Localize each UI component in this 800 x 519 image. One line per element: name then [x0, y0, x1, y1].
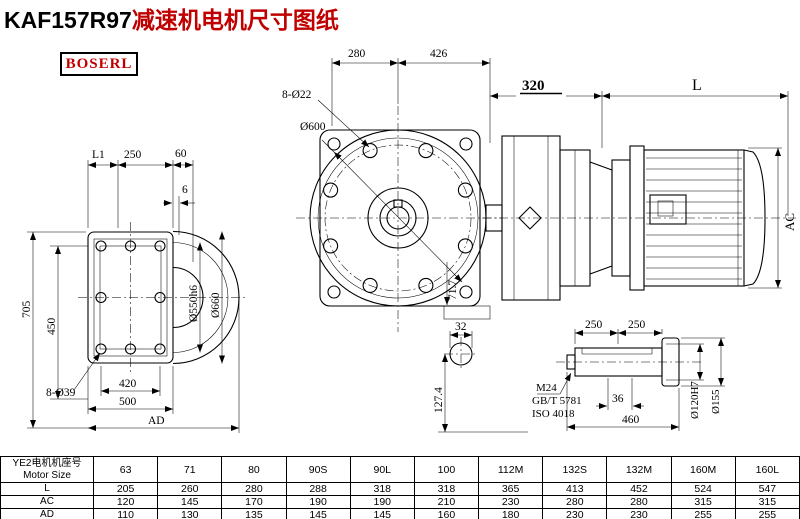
bolt-holes-839-label: 8-Ø39 — [46, 387, 76, 399]
value-cell: 255 — [670, 508, 736, 519]
motor-size-header-cell: 100 — [413, 456, 480, 483]
value-cell: 413 — [542, 482, 608, 496]
motor-size-header-cell: 90S — [285, 456, 351, 483]
dim-6-label: 6 — [182, 184, 188, 196]
value-cell: 280 — [221, 482, 287, 496]
value-cell: 230 — [478, 495, 544, 509]
value-cell: 130 — [157, 508, 223, 519]
value-cell: 205 — [92, 482, 159, 496]
dim-250-label: 250 — [124, 149, 142, 161]
dia-600-label: Ø600 — [300, 121, 326, 133]
dim-450-label: 450 — [46, 318, 58, 336]
title-suffix: 减速机电机尺寸图纸 — [131, 7, 339, 33]
row-label: AD — [0, 508, 94, 519]
value-cell: 210 — [413, 495, 480, 509]
value-cell: 190 — [349, 495, 415, 509]
bolt-holes-822-label: 8-Ø22 — [282, 89, 312, 101]
dim-460-label: 460 — [622, 414, 640, 426]
motor-size-header-cell: 63 — [92, 456, 159, 483]
value-cell: 255 — [734, 508, 800, 519]
value-cell: 318 — [349, 482, 415, 496]
dia-550-label: Ø550h6 — [188, 285, 200, 322]
dia-120-label: Ø120H7 — [689, 381, 701, 419]
motor-size-header-cell: 132M — [606, 456, 672, 483]
shaft-view: 250 250 M24 GB/T 5781 ISO 4018 36 460 Ø1… — [532, 319, 725, 431]
value-cell: 190 — [285, 495, 351, 509]
dim-L-label: L — [692, 77, 702, 94]
value-cell: 365 — [478, 482, 544, 496]
value-cell: 260 — [157, 482, 223, 496]
value-cell: 315 — [734, 495, 800, 509]
dim-127-4-label: 127.4 — [433, 387, 445, 413]
motor-size-header-cell: 112M — [478, 456, 544, 483]
dim-71-7-label: 71.7 — [447, 280, 459, 300]
std-gbt-label: GB/T 5781 — [532, 395, 582, 407]
value-cell: 160 — [413, 508, 480, 519]
brand-logo-text: BOSERL — [65, 55, 133, 72]
motor-size-header-cell: 160L — [734, 456, 800, 483]
value-cell: 170 — [221, 495, 287, 509]
dia-155-label: Ø155 — [710, 389, 722, 414]
row-label: L — [0, 482, 94, 496]
dim-705-label: 705 — [21, 301, 33, 319]
value-cell: 452 — [606, 482, 672, 496]
dim-32-label: 32 — [455, 321, 467, 333]
dim-AC-label: AC — [782, 213, 797, 231]
dim-250a-label: 250 — [585, 319, 603, 331]
row-label: AC — [0, 495, 94, 509]
value-cell: 145 — [349, 508, 415, 519]
technical-drawing: 280 426 8-Ø22 Ø600 71.7 320 L AC — [21, 48, 797, 433]
dim-280-label: 280 — [348, 48, 366, 60]
motor-size-header-cell: 90L — [349, 456, 415, 483]
dim-60-label: 60 — [175, 148, 187, 160]
page-title: KAF157R97减速机电机尺寸图纸 — [4, 1, 339, 35]
motor-size-header-cell: 132S — [542, 456, 608, 483]
side-view: 320 L AC — [482, 77, 797, 301]
value-cell: 280 — [542, 495, 608, 509]
value-cell: 288 — [285, 482, 351, 496]
dim-320-label: 320 — [522, 78, 545, 94]
dim-426-label: 426 — [430, 48, 448, 60]
motor-size-header-cell: 71 — [157, 456, 223, 483]
value-cell: 230 — [542, 508, 608, 519]
value-cell: 120 — [92, 495, 159, 509]
dia-660-label: Ø660 — [210, 292, 222, 318]
motor-size-header-cell: 160M — [670, 456, 736, 483]
value-cell: 145 — [157, 495, 223, 509]
back-view: L1 250 60 6 705 450 Ø550h6 Ø660 8-Ø39 42… — [21, 148, 246, 433]
brand-logo: BOSERL — [60, 52, 138, 76]
std-iso-label: ISO 4018 — [532, 408, 575, 420]
value-cell: 110 — [92, 508, 159, 519]
value-cell: 280 — [606, 495, 672, 509]
section-view: 32 127.4 — [433, 321, 528, 433]
front-view: 280 426 8-Ø22 Ø600 71.7 — [282, 48, 502, 332]
value-cell: 135 — [221, 508, 287, 519]
dim-500-label: 500 — [119, 396, 137, 408]
dim-36-label: 36 — [612, 393, 624, 405]
value-cell: 180 — [478, 508, 544, 519]
dim-420-label: 420 — [119, 378, 137, 390]
value-cell: 524 — [670, 482, 736, 496]
dim-250b-label: 250 — [628, 319, 646, 331]
title-model: KAF157R97 — [4, 7, 132, 33]
value-cell: 315 — [670, 495, 736, 509]
dim-AD-label: AD — [148, 415, 165, 427]
dim-L1-label: L1 — [92, 149, 105, 161]
value-cell: 230 — [606, 508, 672, 519]
value-cell: 145 — [285, 508, 351, 519]
thread-m24-label: M24 — [536, 382, 557, 394]
value-cell: 318 — [413, 482, 480, 496]
value-cell: 547 — [734, 482, 800, 496]
motor-size-header-cell: 80 — [221, 456, 287, 483]
